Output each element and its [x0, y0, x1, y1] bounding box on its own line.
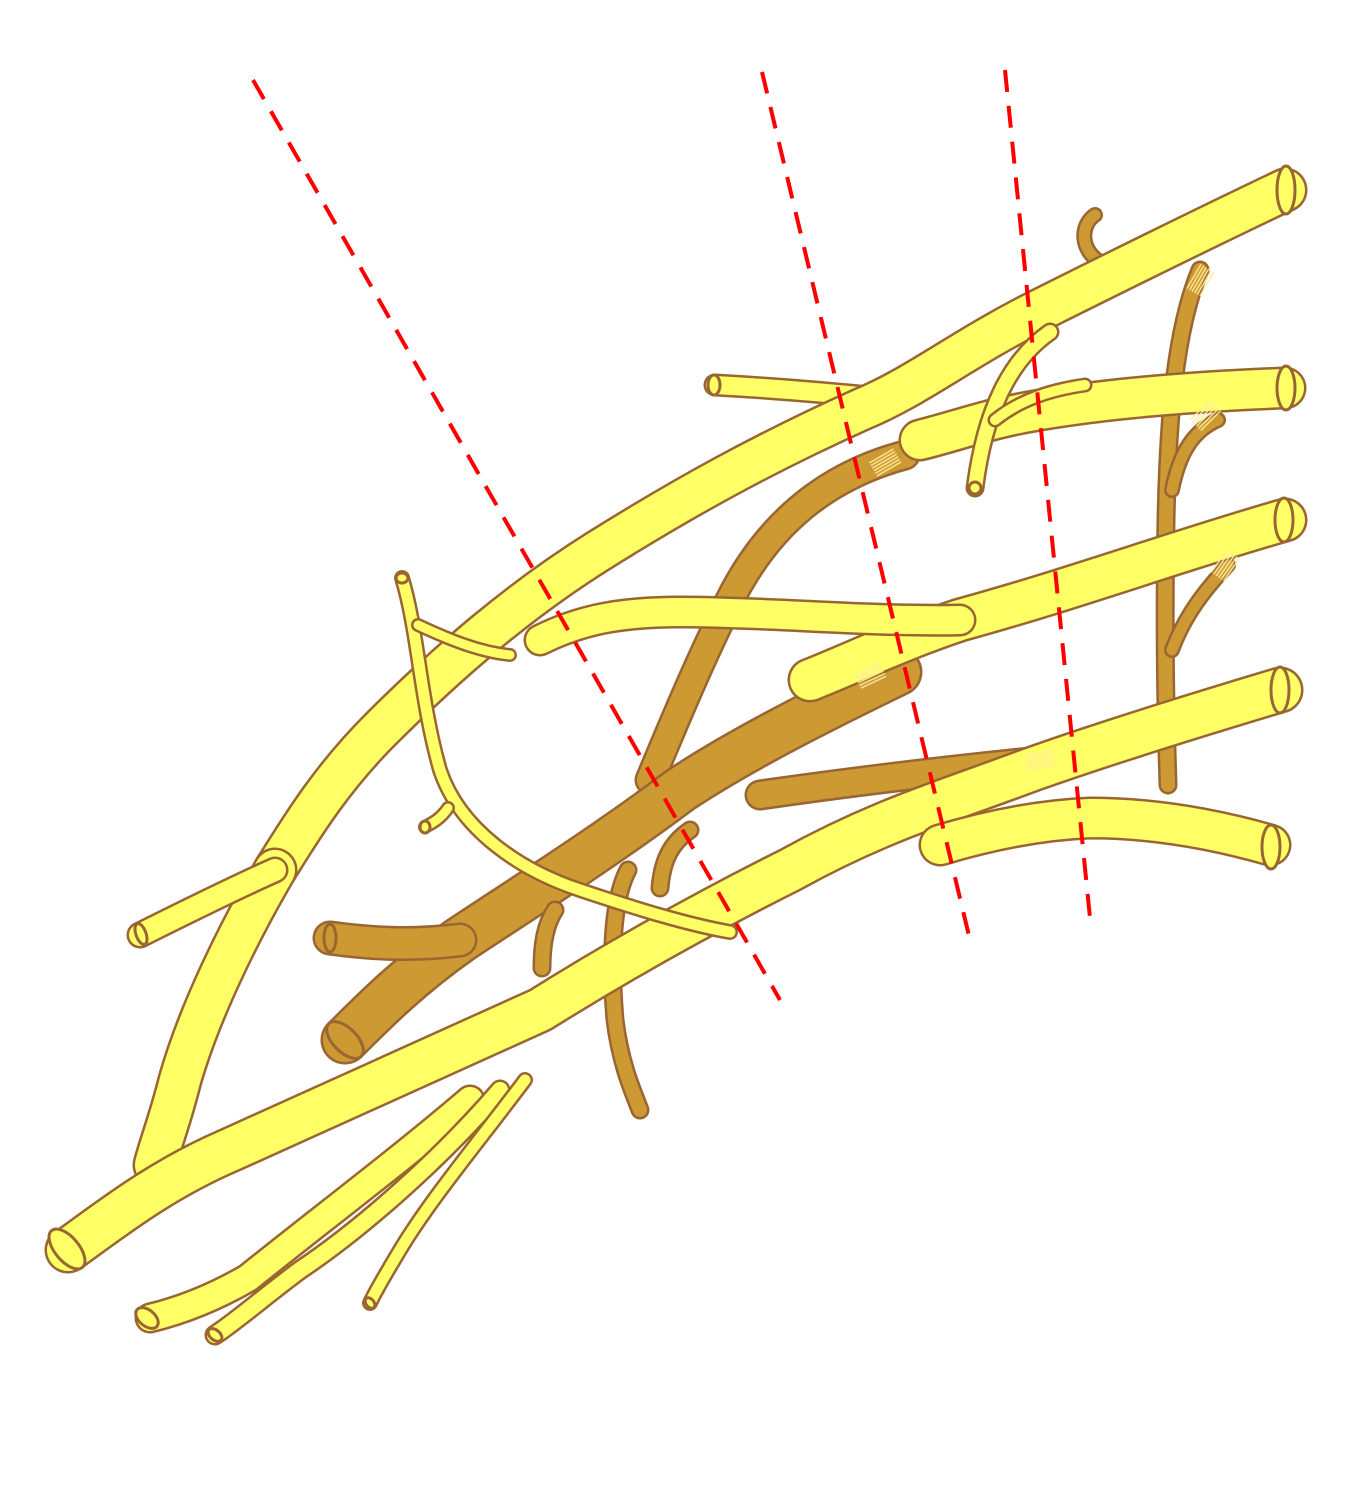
hatch-line-1-1	[855, 664, 882, 679]
cut-end-second-trunk	[1275, 364, 1297, 412]
tan-nerve-posterior-cord	[320, 647, 923, 1065]
tan-twig-2	[532, 900, 565, 978]
yellow-nerve-left-branch	[126, 856, 289, 949]
hatch-line-2-0	[1024, 749, 1053, 757]
hatch-line-0-2	[871, 453, 898, 469]
yellow-nerve-terminal-3	[362, 1072, 533, 1311]
yellow-nerve-terminal-2	[204, 1079, 511, 1346]
guide-line-2	[760, 71, 972, 941]
hatch-line-3-2	[1191, 266, 1207, 293]
yellow-nerve-lower-branch	[918, 796, 1292, 867]
hatch-line-0-4	[874, 458, 901, 475]
hatch-line-1-0	[854, 662, 881, 676]
hatch-line-3-5	[1199, 271, 1215, 297]
cut-end-terminal-2	[206, 1327, 224, 1343]
hatch-line-4-1	[1191, 401, 1213, 423]
yellow-nerve-thin-arc-branch-body	[413, 620, 515, 660]
hatch-line-0-1	[870, 450, 896, 467]
yellow-nerve-lateral-cord-lower	[132, 847, 298, 1188]
hatch-line-5-5	[1222, 557, 1241, 582]
tan-nerve-posterior-cord-body	[323, 650, 920, 1062]
hatch-line-4-0	[1189, 399, 1211, 421]
yellow-nerve-lower-trunk	[44, 666, 1304, 1274]
hatch-line-5-4	[1220, 555, 1238, 580]
hatch-line-1-3	[857, 670, 884, 684]
yellow-nerve-thin-arc-branch	[411, 618, 517, 662]
hatch-line-3-4	[1196, 269, 1213, 296]
cut-end-crossing-branch	[967, 480, 983, 496]
cut-end-left-main	[47, 1227, 87, 1271]
hatch-line-2-1	[1025, 752, 1054, 760]
yellow-nerve-terminal-3-body	[364, 1074, 531, 1309]
cut-end-thin-arc	[394, 571, 410, 585]
tan-nerve-right-branch-1-body	[1166, 414, 1224, 496]
tan-nerve-posterior-end-body	[315, 923, 475, 959]
yellow-nerve-terminal-1	[134, 1084, 486, 1334]
guide-line-1	[251, 79, 782, 1001]
cut-end-posterior-end	[322, 922, 338, 954]
cut-end-middle-trunk	[1273, 496, 1295, 544]
junction-hatching	[854, 263, 1241, 772]
yellow-nerve-lower-branch-body	[921, 799, 1289, 864]
yellow-nerve-terminal-2-body	[207, 1082, 508, 1343]
hatch-line-0-0	[868, 448, 895, 464]
hatch-line-5-1	[1213, 550, 1231, 575]
cut-end-thin-arc-twig	[418, 819, 432, 835]
cut-end-terminal-3	[363, 1296, 377, 1310]
nerve-end-caps	[47, 164, 1297, 1343]
hatch-line-3-3	[1194, 268, 1210, 294]
yellow-nerve-thin-arc	[394, 570, 738, 940]
cut-end-upper-left-branch	[706, 373, 722, 397]
hatch-line-4-3	[1195, 405, 1217, 427]
yellow-nerve-middle-trunk-body	[790, 500, 1305, 700]
hatch-line-1-4	[859, 672, 886, 687]
hatch-line-4-4	[1198, 408, 1220, 430]
hatch-line-2-3	[1026, 758, 1055, 766]
hatch-line-5-2	[1215, 552, 1233, 577]
cut-end-terminal-1	[134, 1306, 160, 1330]
cut-end-upper-trunk	[1275, 164, 1297, 216]
yellow-nerve-lateral-cord-lower-body	[135, 850, 295, 1185]
hatch-line-3-1	[1188, 265, 1205, 291]
yellow-nerve-second-trunk	[898, 366, 1307, 462]
hatch-line-4-2	[1193, 403, 1215, 425]
hatch-line-5-0	[1210, 549, 1228, 573]
yellow-nerves	[44, 167, 1308, 1346]
yellow-nerve-upper-trunk-body	[255, 170, 1305, 890]
tan-nerve-right-branch-1	[1164, 412, 1226, 498]
tan-nerve-posterior-end	[312, 920, 478, 962]
hatch-line-0-5	[876, 461, 902, 477]
guide-lines	[251, 69, 1092, 1001]
hatch-line-2-2	[1025, 755, 1054, 763]
yellow-nerve-middle-to-lateral-body	[526, 598, 974, 654]
hatch-line-1-5	[860, 675, 887, 689]
hatch-line-2-4	[1026, 761, 1055, 769]
yellow-nerve-upper-trunk	[252, 167, 1308, 893]
yellow-nerve-middle-trunk	[787, 497, 1308, 703]
yellow-nerve-lower-trunk-body	[47, 669, 1301, 1271]
yellow-nerve-crossing-branch-body	[968, 325, 1057, 495]
tan-nerve-right-branch-2	[1164, 557, 1236, 658]
hatch-line-2-5	[1027, 764, 1056, 772]
yellow-nerve-second-trunk-body	[901, 369, 1304, 459]
cut-end-lower-branch	[1260, 823, 1282, 871]
cut-end-left-branch	[133, 922, 149, 946]
hatch-line-3-0	[1186, 263, 1202, 290]
cut-end-posterior-cord	[325, 1020, 365, 1060]
hatch-line-5-3	[1217, 554, 1236, 579]
tan-nerve-right-branch-2-body	[1166, 559, 1234, 656]
yellow-nerve-middle-to-lateral	[523, 595, 977, 657]
cut-end-lower-trunk	[1269, 665, 1291, 715]
hatch-line-1-2	[856, 667, 883, 681]
yellow-nerve-left-branch-body	[129, 859, 286, 946]
yellow-nerve-crossing-branch	[965, 322, 1060, 498]
tan-twig-2-body	[535, 903, 562, 975]
yellow-nerve-thin-arc-body	[396, 572, 736, 938]
hatch-line-4-5	[1200, 410, 1222, 432]
yellow-nerve-terminal-1-body	[137, 1087, 483, 1331]
hatch-line-0-3	[873, 456, 899, 472]
